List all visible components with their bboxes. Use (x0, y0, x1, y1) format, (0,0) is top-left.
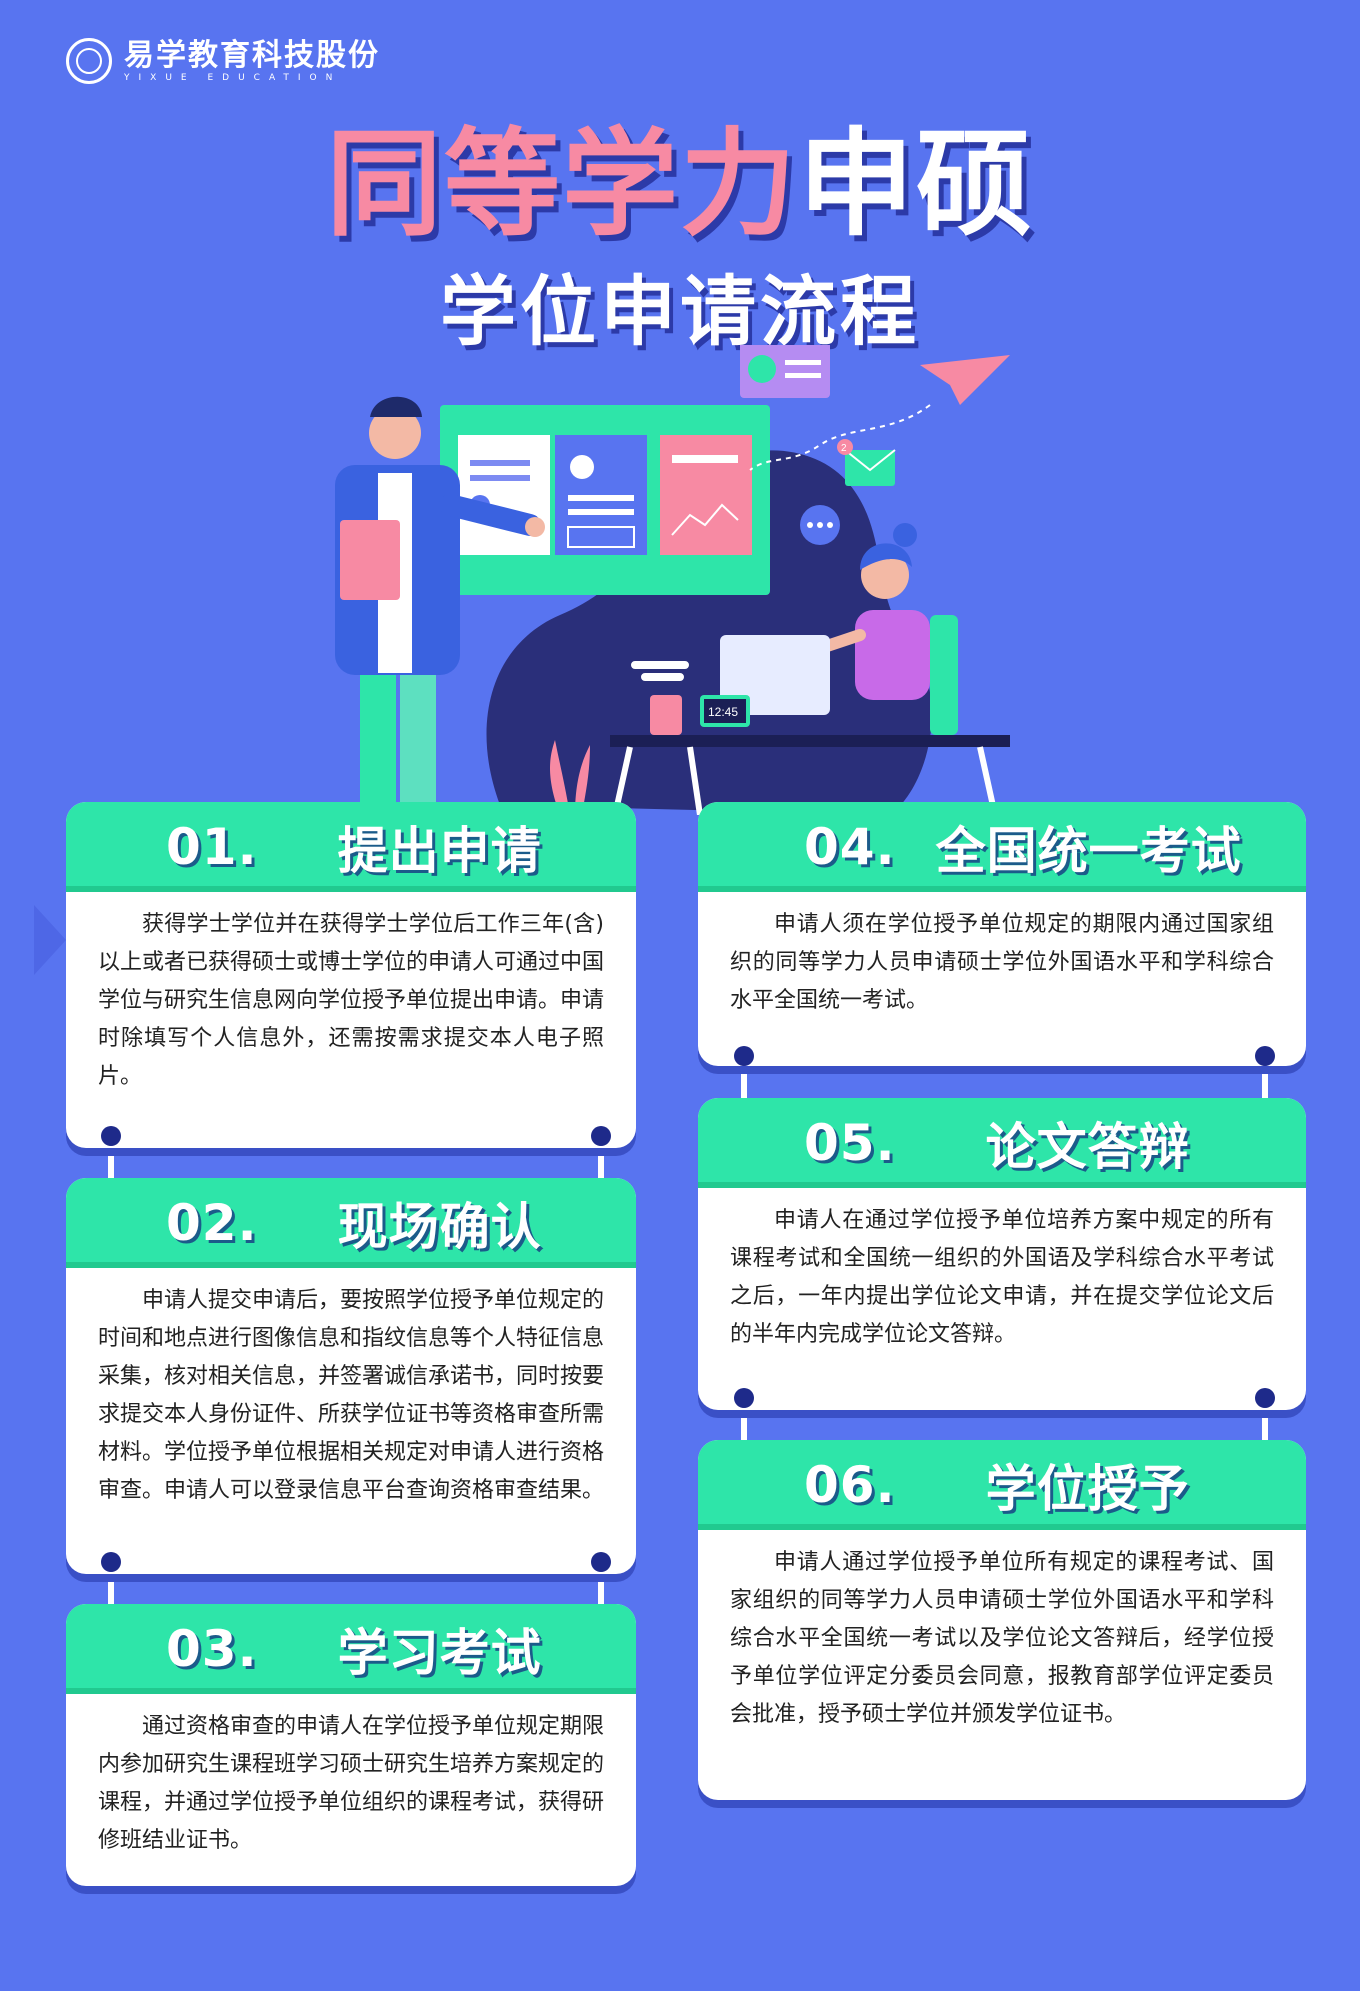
binder-ring (101, 1126, 121, 1146)
connector-5-6-right (1262, 1395, 1268, 1465)
main-title-white: 申硕 (798, 117, 1034, 252)
brand-logo: 易学教育科技股份 YIXUE EDUCATION (66, 38, 380, 84)
step-card-06: 06. 学位授予 申请人通过学位授予单位所有规定的课程考试、国家组织的同等学力人… (698, 1440, 1306, 1800)
brand-name: 易学教育科技股份 (124, 38, 380, 73)
step-number: 01. (166, 818, 258, 876)
binder-ring (734, 1046, 754, 1066)
step-title: 论文答辩 (985, 1118, 1190, 1176)
step-description: 获得学士学位并在获得学士学位后工作三年(含)以上或者已获得硕士或博士学位的申请人… (98, 912, 605, 1089)
step-description: 通过资格审查的申请人在学位授予单位规定期限内参加研究生课程班学习硕士研究生培养方… (98, 1714, 605, 1853)
step-title: 提出申请 (337, 822, 542, 880)
chair-back (930, 615, 958, 735)
step-header: 02. 现场确认 (66, 1178, 636, 1268)
connector-1-2-left (108, 1136, 114, 1206)
step-card-01: 01. 提出申请 获得学士学位并在获得学士学位后工作三年(含)以上或者已获得硕士… (66, 802, 636, 1148)
step-number: 06. (804, 1456, 896, 1514)
left-arrow-decoration (34, 905, 66, 975)
binder-ring (1255, 1046, 1275, 1066)
step-number: 02. (166, 1194, 258, 1252)
connector-2-3-right (598, 1560, 604, 1630)
logo-seal-icon (66, 38, 112, 84)
main-title: 同等学力申硕 (0, 120, 1360, 250)
step-header: 03. 学习考试 (66, 1604, 636, 1694)
woman-shirt (855, 610, 930, 700)
subtitle: 学位申请流程 (440, 267, 920, 356)
step-description: 申请人须在学位授予单位规定的期限内通过国家组织的同等学力人员申请硕士学位外国语水… (730, 912, 1274, 1013)
plant-icon (550, 740, 590, 815)
step-header: 01. 提出申请 (66, 802, 636, 892)
clock-time: 12:45 (708, 705, 738, 719)
binder-ring (734, 1388, 754, 1408)
binder-ring (1255, 1388, 1275, 1408)
connector-5-6-left (741, 1395, 747, 1465)
step-description: 申请人通过学位授予单位所有规定的课程考试、国家组织的同等学力人员申请硕士学位外国… (730, 1550, 1274, 1727)
notification-count: 2 (841, 443, 847, 454)
man-head (369, 407, 421, 459)
step-card-04: 04. 全国统一考试 申请人须在学位授予单位规定的期限内通过国家组织的同等学力人… (698, 802, 1306, 1066)
cup-icon (650, 695, 682, 735)
connector-2-3-left (108, 1560, 114, 1630)
step-card-05: 05. 论文答辩 申请人在通过学位授予单位培养方案中规定的所有课程考试和全国统一… (698, 1098, 1306, 1410)
step-title: 全国统一考试 (935, 822, 1242, 880)
binder-ring (101, 1552, 121, 1572)
connector-1-2-right (598, 1136, 604, 1206)
step-title: 学习考试 (337, 1624, 542, 1682)
folder-icon (340, 520, 400, 600)
user-avatar-icon (570, 455, 594, 479)
hero-illustration: 2 12:45 (335, 345, 1010, 815)
laptop-icon (720, 635, 830, 715)
connector-4-5-left (741, 1055, 747, 1125)
step-description: 申请人提交申请后，要按照学位授予单位规定的时间和地点进行图像信息和指纹信息等个人… (98, 1288, 605, 1503)
binder-ring (591, 1552, 611, 1572)
step-card-03: 03. 学习考试 通过资格审查的申请人在学位授予单位规定期限内参加研究生课程班学… (66, 1604, 636, 1886)
paper-plane-icon (920, 355, 1010, 405)
binder-ring (591, 1126, 611, 1146)
step-number: 03. (166, 1620, 258, 1678)
step-title: 学位授予 (985, 1460, 1190, 1518)
main-title-pink: 同等学力 (326, 117, 798, 252)
connector-4-5-right (1262, 1055, 1268, 1125)
step-header: 06. 学位授予 (698, 1440, 1306, 1530)
step-card-02: 02. 现场确认 申请人提交申请后，要按照学位授予单位规定的时间和地点进行图像信… (66, 1178, 636, 1574)
step-number: 05. (804, 1114, 896, 1172)
step-header: 04. 全国统一考试 (698, 802, 1306, 892)
step-header: 05. 论文答辩 (698, 1098, 1306, 1188)
step-number: 04. (804, 818, 896, 876)
desk (610, 735, 1010, 747)
brand-english: YIXUE EDUCATION (124, 73, 342, 83)
step-title: 现场确认 (337, 1198, 542, 1256)
step-description: 申请人在通过学位授予单位培养方案中规定的所有课程考试和全国统一组织的外国语及学科… (730, 1208, 1274, 1347)
